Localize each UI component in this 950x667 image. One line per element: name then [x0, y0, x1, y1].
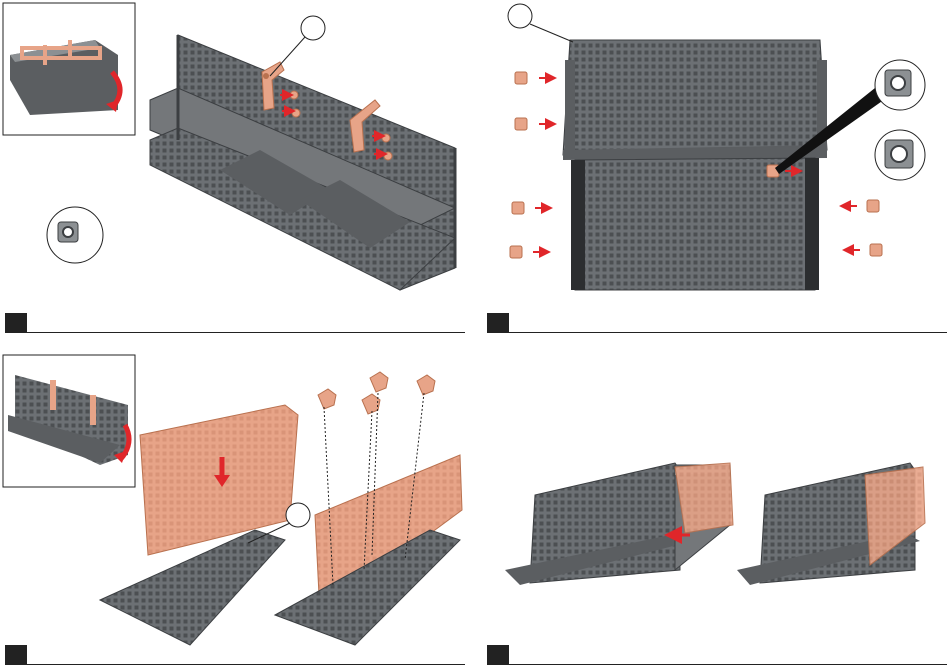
assembly-after	[737, 463, 925, 585]
step-3-panel	[0, 345, 470, 667]
step-4-panel	[475, 345, 950, 667]
step-2-marker	[487, 313, 947, 333]
square-nut-detail-icon	[875, 60, 925, 180]
step-1-inset	[3, 3, 135, 135]
square-nut-left-group	[510, 72, 551, 258]
step-2-panel	[475, 0, 950, 335]
step-3-marker	[5, 645, 465, 665]
callout-circle	[301, 16, 325, 40]
step-1-illustration	[0, 0, 470, 335]
step-3-inset	[3, 355, 135, 487]
square-nut-icon	[47, 207, 103, 263]
step-1-frame	[150, 35, 455, 290]
step-3-illustration	[0, 345, 470, 667]
screw-icon	[318, 372, 435, 414]
base-tray-left	[100, 530, 285, 645]
step-1-panel	[0, 0, 470, 335]
step-2-illustration	[475, 0, 950, 335]
step-1-marker	[5, 313, 465, 333]
copper-back-panel	[140, 405, 298, 555]
step-4-marker	[487, 645, 947, 665]
step-4-illustration	[475, 345, 950, 667]
